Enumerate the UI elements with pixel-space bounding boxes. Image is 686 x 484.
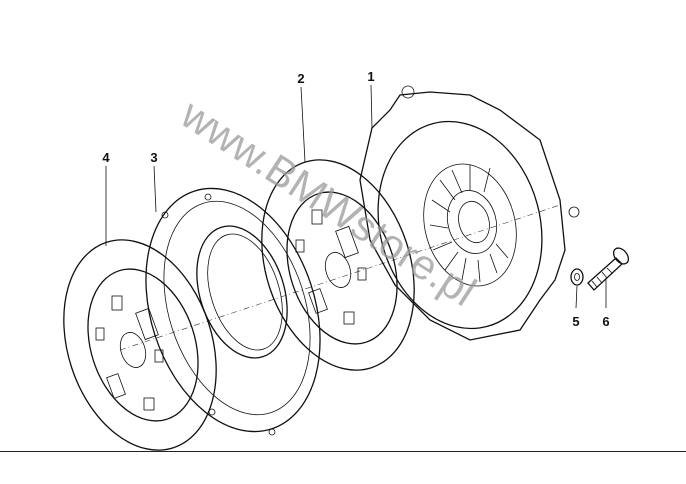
callout-2: 2 [297, 71, 304, 86]
callout-1: 1 [367, 69, 374, 84]
center-axis [119, 204, 561, 351]
clutch-disc-outer [63, 239, 217, 451]
washer [570, 268, 584, 286]
bottom-divider [0, 451, 686, 452]
pressure-plate [145, 187, 321, 436]
clutch-cover [359, 85, 580, 341]
leader-lines [105, 84, 607, 309]
bolt [587, 247, 630, 291]
watermark: www.BMWstore.pl [172, 90, 484, 316]
callout-6: 6 [602, 314, 609, 329]
callout-3: 3 [150, 150, 157, 165]
callout-4: 4 [102, 150, 110, 165]
callout-5: 5 [572, 314, 579, 329]
clutch-disc [261, 159, 415, 371]
